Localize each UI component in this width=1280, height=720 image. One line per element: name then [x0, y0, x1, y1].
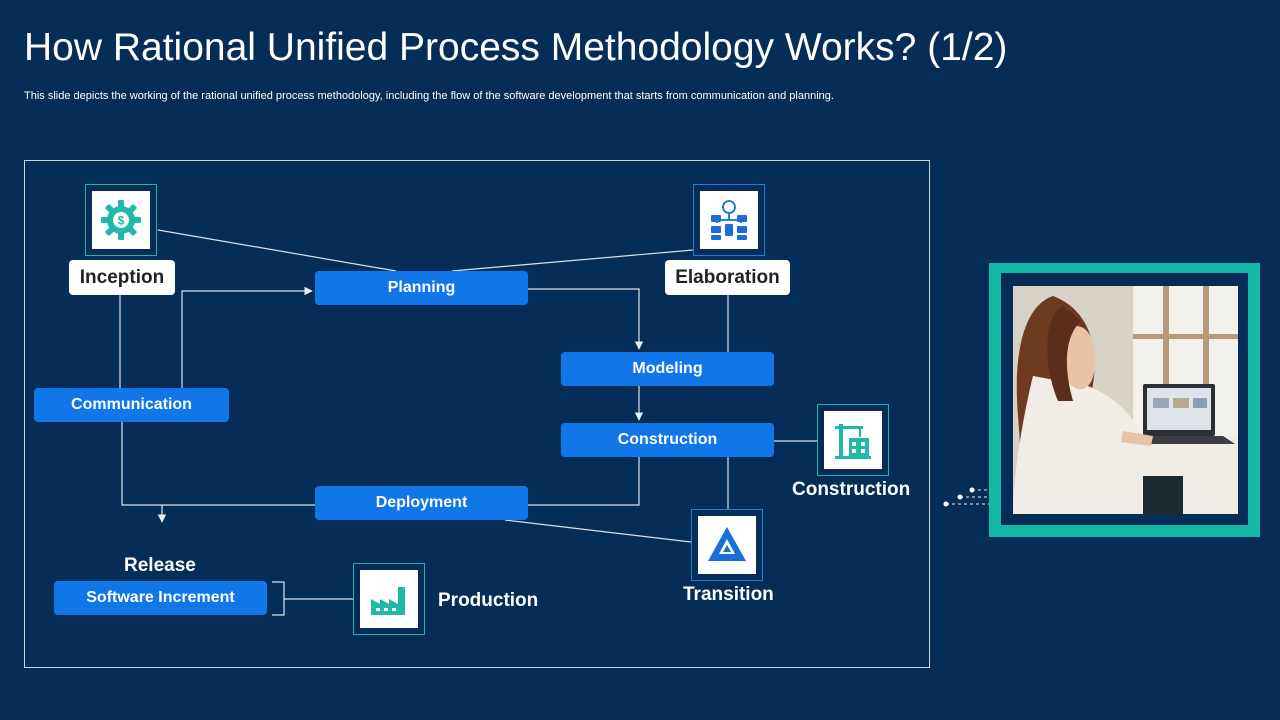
elaboration-icon-box: [693, 184, 765, 256]
release-label: Release: [124, 555, 196, 576]
factory-icon: [371, 587, 405, 615]
photo-frame: [989, 263, 1260, 537]
woman-laptop-photo: [1013, 286, 1238, 514]
slide-title: How Rational Unified Process Methodology…: [24, 26, 1008, 69]
elaboration-label: Elaboration: [665, 260, 790, 295]
slide-subtitle: This slide depicts the working of the ra…: [24, 90, 834, 102]
production-label: Production: [438, 590, 539, 611]
flowchart-icon: [711, 200, 747, 240]
production-icon-box: [353, 563, 425, 635]
construction-step: Construction: [561, 423, 774, 457]
diagram-frame: [24, 160, 930, 668]
software-increment-step: Software Increment: [54, 581, 267, 615]
construction-icon-box: [817, 404, 889, 476]
inception-icon-box: $: [85, 184, 157, 256]
communication-step: Communication: [34, 388, 229, 422]
planning-step: Planning: [315, 271, 528, 305]
triangle-logo-icon: [708, 527, 746, 561]
crane-building-icon: [835, 424, 871, 459]
svg-text:$: $: [118, 214, 125, 228]
transition-icon-box: [691, 509, 763, 581]
inception-label: Inception: [69, 260, 175, 295]
construction-phase-label: Construction: [792, 479, 911, 500]
gear-dollar-icon: $: [101, 200, 141, 240]
transition-label: Transition: [683, 584, 774, 605]
modeling-step: Modeling: [561, 352, 774, 386]
deployment-step: Deployment: [315, 486, 528, 520]
